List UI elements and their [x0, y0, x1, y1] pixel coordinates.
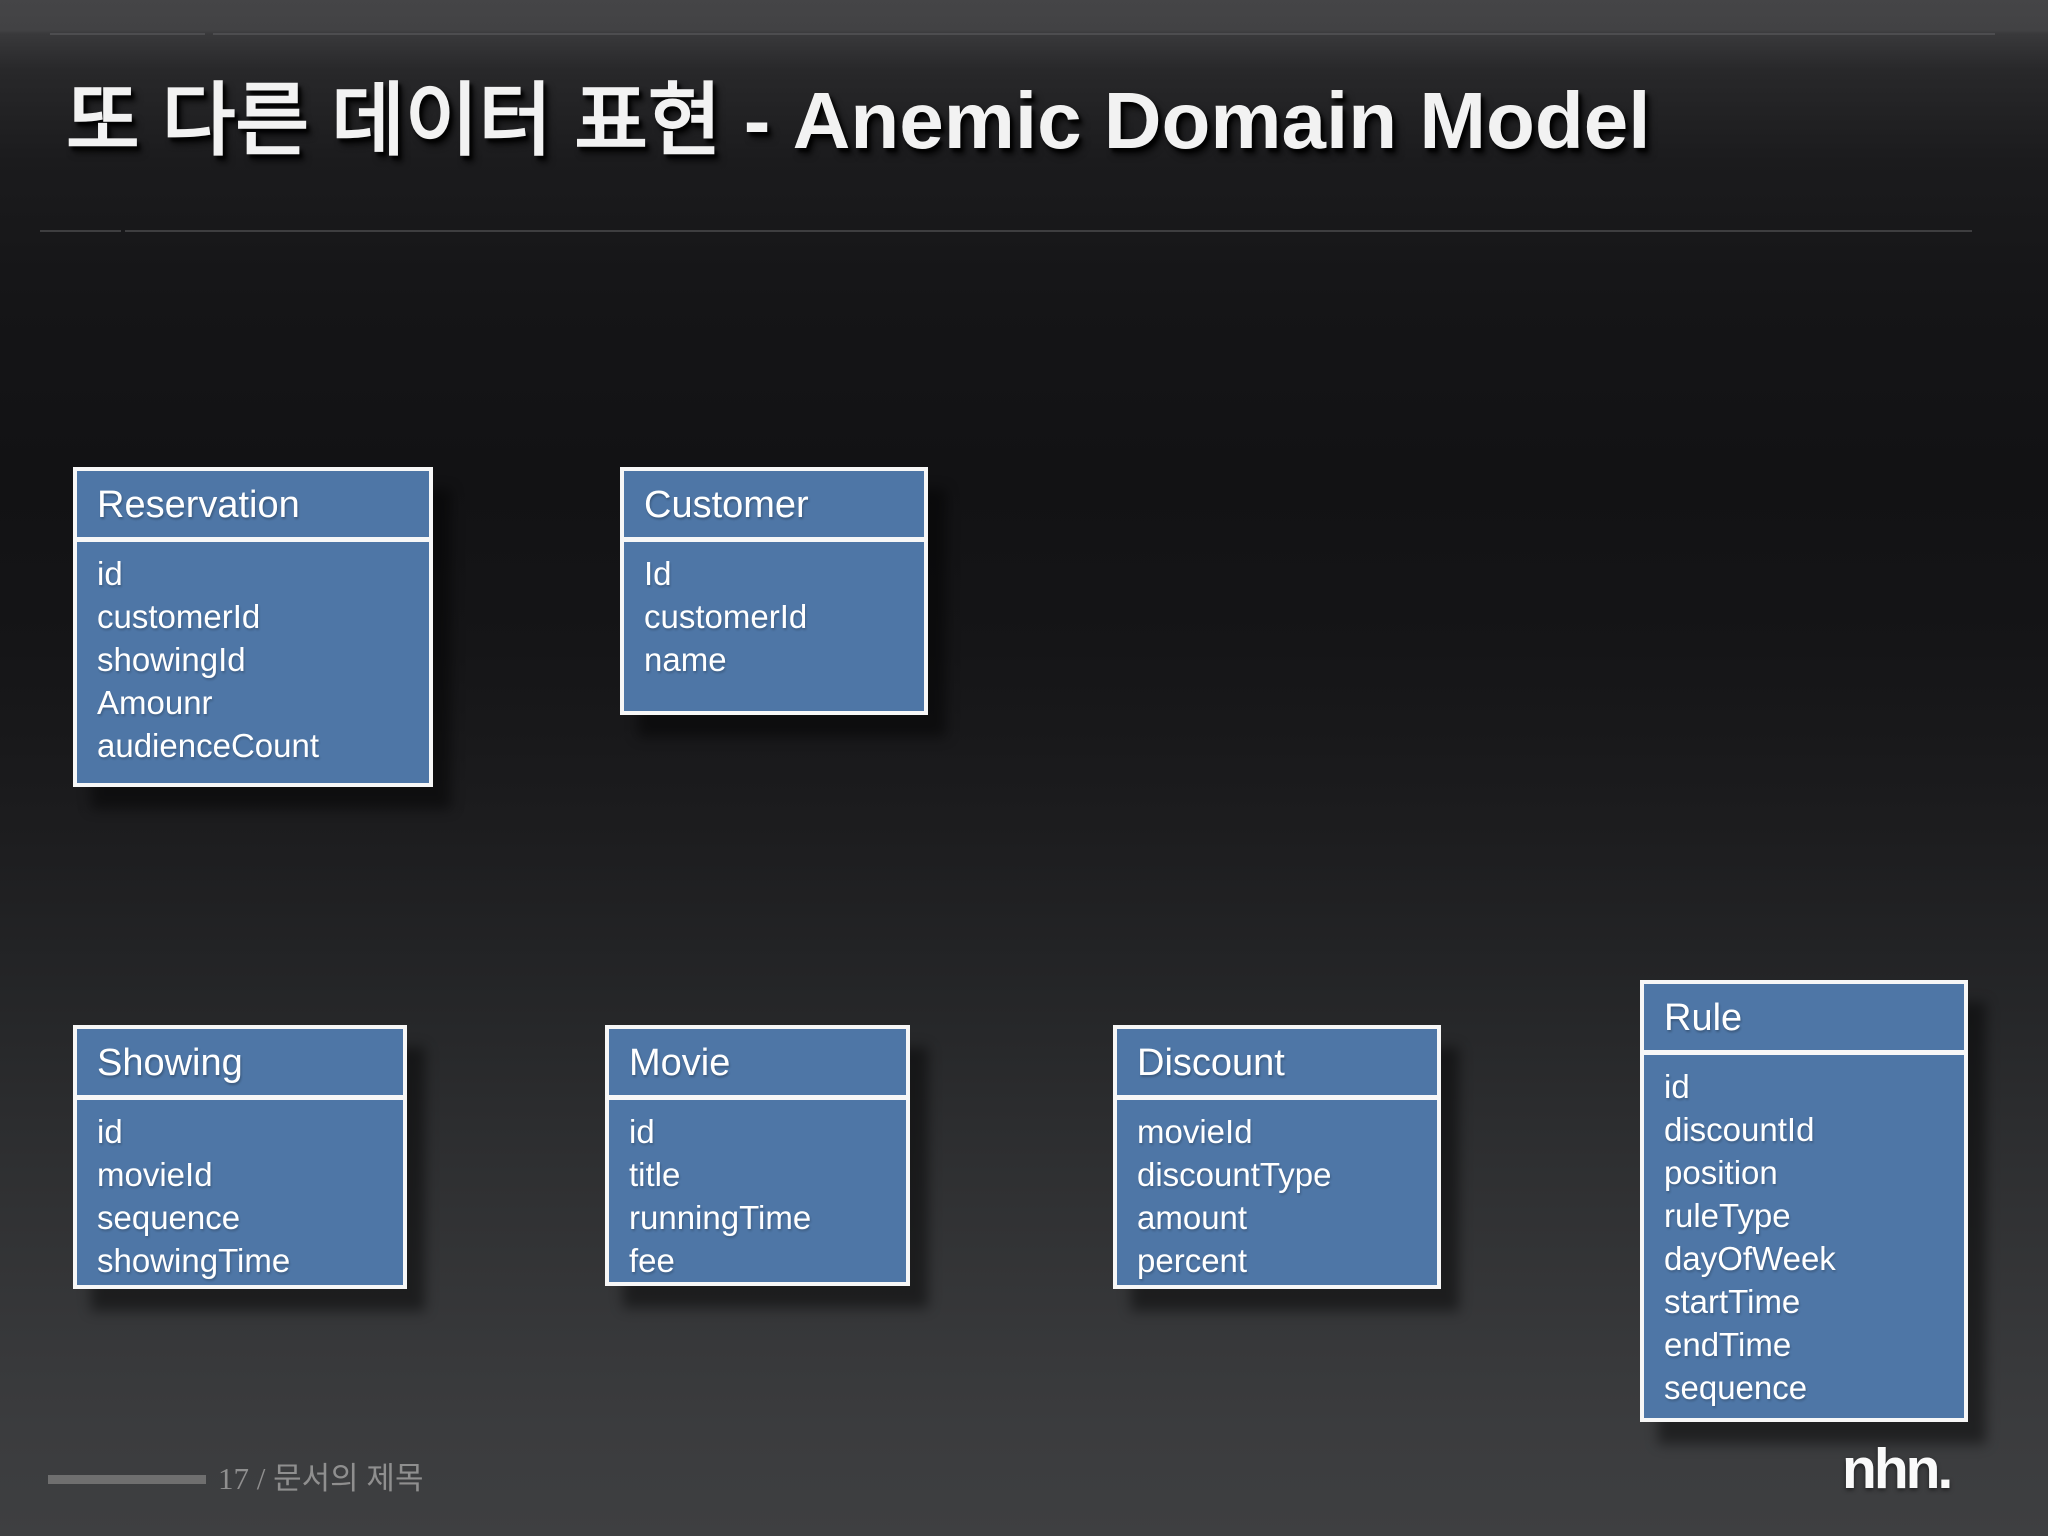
- entity-field-list: id title runningTime fee: [609, 1100, 906, 1282]
- entity-title: Customer: [624, 471, 924, 542]
- entity-box-movie: Movie id title runningTime fee: [605, 1025, 910, 1286]
- entity-field-list: id movieId sequence showingTime: [77, 1100, 403, 1282]
- entity-field: id: [97, 555, 123, 592]
- entity-field: runningTime: [629, 1199, 812, 1236]
- entity-box-rule: Rule id discountId position ruleType dayOfWe…: [1640, 980, 1968, 1422]
- entity-field: Amounr: [97, 684, 213, 721]
- entity-field: name: [644, 641, 727, 678]
- entity-field: dayOfWeek: [1664, 1240, 1836, 1277]
- entity-field: customerId: [97, 598, 261, 635]
- entity-field: Id: [644, 555, 672, 592]
- entity-box-customer: Customer Id customerId name: [620, 467, 928, 715]
- entity-field-list: id discountId position ruleType dayOfWeek sta…: [1644, 1055, 1964, 1409]
- entity-title: Discount: [1117, 1029, 1437, 1100]
- entity-field: endTime: [1664, 1326, 1792, 1363]
- entity-field: audienceCount: [97, 727, 320, 764]
- entity-title: Showing: [77, 1029, 403, 1100]
- entity-field: position: [1664, 1154, 1778, 1191]
- entity-title: Movie: [609, 1029, 906, 1100]
- entity-box-discount: Discount movieId discountType amount percen…: [1113, 1025, 1441, 1289]
- title-underline-long: [125, 230, 1972, 232]
- page-title: 또 다른 데이터 표현 - Anemic Domain Model: [66, 76, 1651, 165]
- entity-field: movieId: [97, 1156, 213, 1193]
- entity-field: sequence: [97, 1199, 241, 1236]
- entity-field: showingTime: [97, 1242, 291, 1279]
- entity-field: percent: [1137, 1242, 1248, 1279]
- entity-field: showingId: [97, 641, 246, 678]
- entity-field: movieId: [1137, 1113, 1253, 1150]
- footer-divider-bar: [48, 1475, 206, 1484]
- entity-field: startTime: [1664, 1283, 1801, 1320]
- entity-field: discountType: [1137, 1156, 1332, 1193]
- entity-field: id: [629, 1113, 655, 1150]
- entity-field: id: [1664, 1068, 1690, 1105]
- footer-page-label: 17 / 문서의 제목: [218, 1461, 424, 1496]
- entity-field: title: [629, 1156, 681, 1193]
- entity-field: discountId: [1664, 1111, 1815, 1148]
- entity-field-list: Id customerId name: [624, 542, 924, 681]
- entity-field-list: movieId discountType amount percent: [1117, 1100, 1437, 1282]
- entity-field: fee: [629, 1242, 675, 1279]
- top-rule-line-short: [50, 33, 205, 35]
- entity-field: customerId: [644, 598, 808, 635]
- title-underline-short: [40, 230, 121, 232]
- top-rule-line-long: [213, 33, 1995, 35]
- entity-field: id: [97, 1113, 123, 1150]
- entity-field: amount: [1137, 1199, 1248, 1236]
- entity-title: Rule: [1644, 984, 1964, 1055]
- nhn-logo: nhn.: [1842, 1437, 1953, 1501]
- entity-title: Reservation: [77, 471, 429, 542]
- entity-field: sequence: [1664, 1369, 1808, 1406]
- entity-box-showing: Showing id movieId sequence showingTime: [73, 1025, 407, 1289]
- entity-field: ruleType: [1664, 1197, 1791, 1234]
